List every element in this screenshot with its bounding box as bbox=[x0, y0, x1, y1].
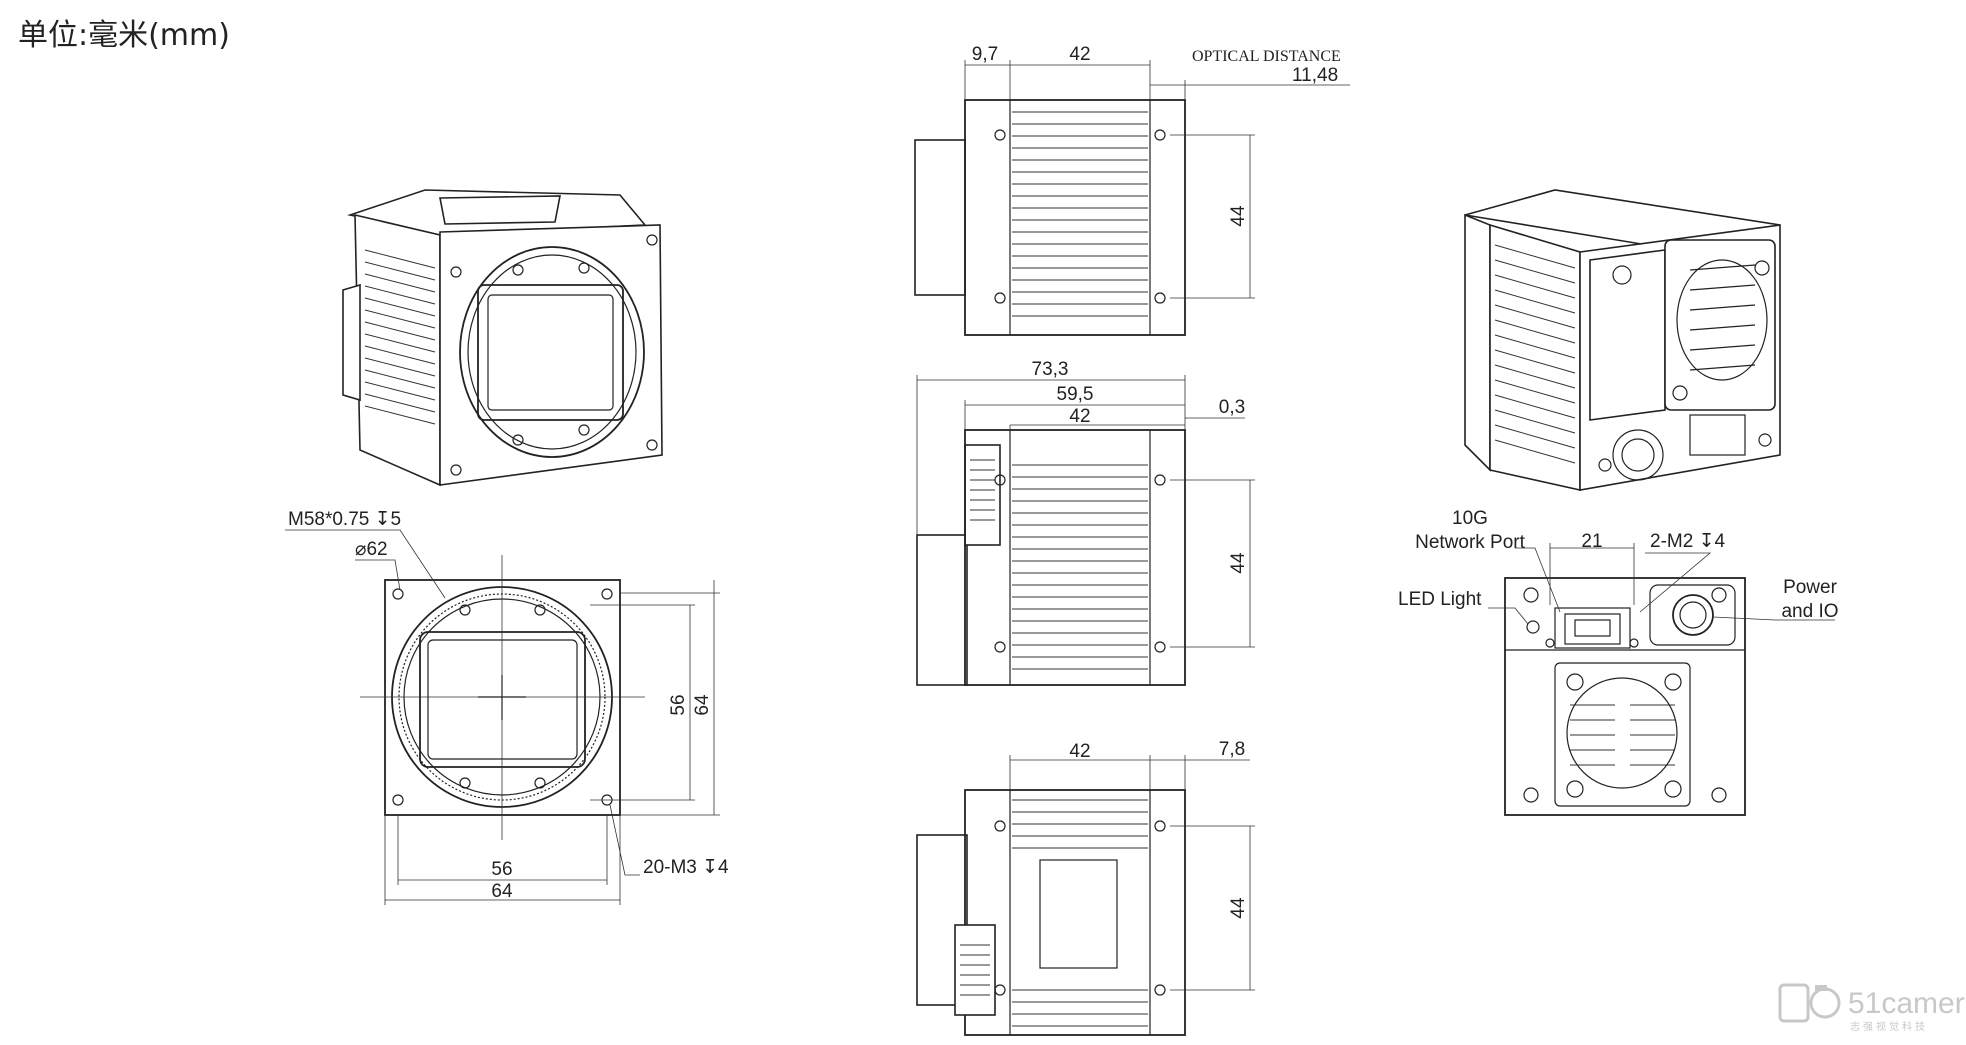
holes-label: 20-M3 ↧4 bbox=[643, 857, 729, 878]
width-outer-label: 64 bbox=[491, 881, 513, 902]
optical-distance-value: 11,48 bbox=[1292, 65, 1338, 86]
width-inner-label: 56 bbox=[491, 859, 512, 880]
watermark-brand: 51camera bbox=[1848, 987, 1966, 1020]
top-offset-label: 9,7 bbox=[972, 44, 998, 65]
mid-height-label: 44 bbox=[1228, 552, 1249, 574]
height-inner-label: 56 bbox=[668, 694, 689, 715]
mid-overall-label: 73,3 bbox=[1032, 359, 1069, 380]
diameter-label: ⌀62 bbox=[355, 539, 388, 560]
mid-width-label: 42 bbox=[1069, 406, 1090, 427]
optical-distance-title: OPTICAL DISTANCE bbox=[1192, 48, 1341, 65]
bottom-height-label: 44 bbox=[1228, 897, 1249, 919]
network-port-label-2: Network Port bbox=[1415, 532, 1526, 553]
front-view bbox=[285, 529, 720, 905]
mid-gap-label: 0,3 bbox=[1219, 397, 1245, 418]
side-view-mid bbox=[916, 375, 1255, 686]
height-outer-label: 64 bbox=[692, 694, 713, 716]
power-label-1: Power bbox=[1783, 577, 1838, 598]
thread-label: M58*0.75 ↧5 bbox=[288, 509, 401, 530]
port-spacing-label: 21 bbox=[1581, 531, 1602, 552]
top-width-label: 42 bbox=[1069, 44, 1090, 65]
watermark-tagline: 志强视觉科技 bbox=[1850, 1020, 1928, 1033]
screws-label: 2-M2 ↧4 bbox=[1650, 531, 1725, 552]
power-label-2: and IO bbox=[1781, 601, 1838, 622]
bottom-width-label: 42 bbox=[1069, 741, 1090, 762]
rear-view bbox=[1488, 543, 1835, 816]
network-port-label-1: 10G bbox=[1452, 508, 1488, 529]
iso-rear-camera bbox=[1464, 189, 1781, 491]
bottom-offset-label: 7,8 bbox=[1219, 739, 1245, 760]
led-light-label: LED Light bbox=[1398, 589, 1482, 610]
watermark-logo bbox=[1778, 983, 1841, 1023]
top-height-label: 44 bbox=[1228, 205, 1249, 227]
mid-body-label: 59,5 bbox=[1057, 384, 1094, 405]
unit-label: 单位:毫米(mm) bbox=[18, 18, 230, 53]
side-view-top bbox=[914, 60, 1350, 336]
side-view-bottom bbox=[916, 755, 1255, 1036]
iso-front-camera bbox=[342, 189, 663, 487]
